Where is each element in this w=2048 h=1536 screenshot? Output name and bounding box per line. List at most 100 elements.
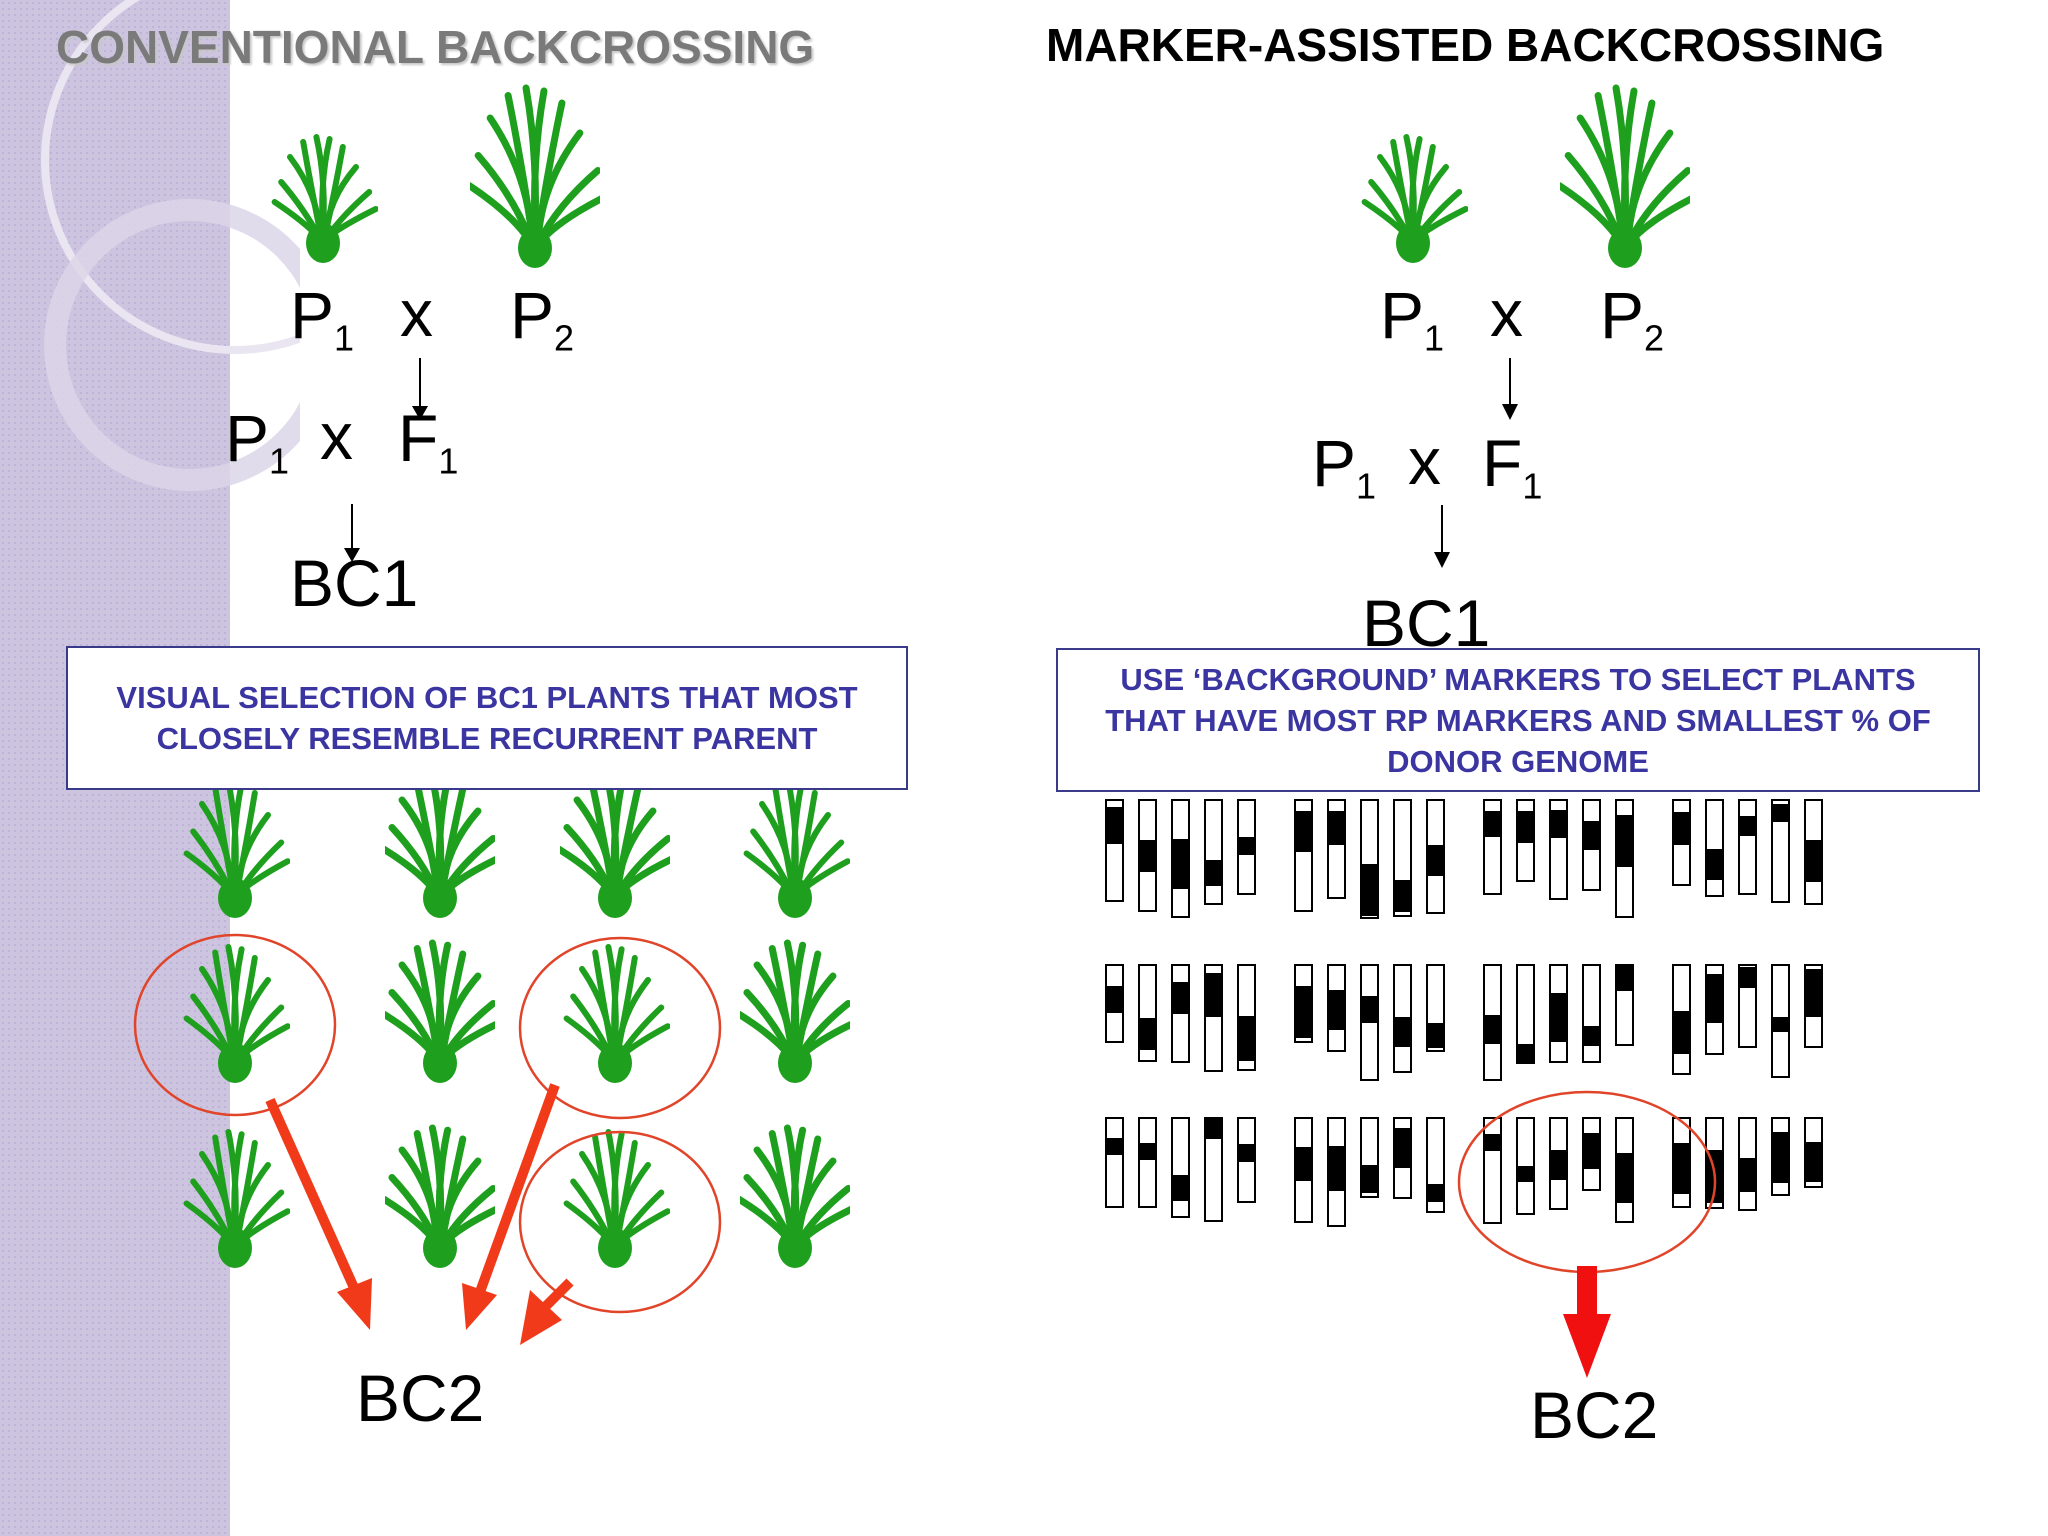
donor-segment (1616, 966, 1633, 991)
decorative-rings (41, 0, 300, 491)
chromosome-bar (1516, 964, 1535, 1064)
donor-segment (1427, 1184, 1444, 1202)
donor-segment (1394, 1128, 1411, 1168)
donor-segment (1328, 990, 1345, 1030)
selection-arrow (1577, 1266, 1597, 1318)
selection-arrow-head (462, 1283, 497, 1330)
chromosome-bar (1138, 1117, 1157, 1208)
donor-segment (1139, 1018, 1156, 1050)
left-cross-symbol: x (400, 276, 433, 350)
left-backcross-p1-label: P1 (225, 401, 290, 482)
right-p1-label: P1 (1380, 278, 1445, 359)
donor-segment (1517, 1166, 1534, 1182)
donor-segment (1583, 1133, 1600, 1169)
donor-segment (1139, 840, 1156, 872)
right-backcross-p1-label: P1 (1312, 426, 1377, 507)
donor-segment (1295, 986, 1312, 1038)
donor-segment (1550, 810, 1567, 838)
bc1-plant (380, 935, 505, 1090)
parent-p1-plant (1358, 125, 1469, 270)
bc1-plant (740, 770, 851, 925)
donor-segment (1361, 864, 1378, 916)
donor-segment (1295, 1147, 1312, 1181)
donor-segment (1238, 837, 1255, 855)
right-bc2-label: BC2 (1530, 1378, 1659, 1452)
bc1-plant (380, 1120, 505, 1275)
donor-segment (1739, 967, 1756, 988)
selection-circle (518, 1130, 722, 1314)
donor-segment (1394, 880, 1411, 912)
donor-segment (1484, 1134, 1501, 1151)
donor-segment (1106, 986, 1123, 1013)
donor-segment (1616, 1153, 1633, 1203)
visual-selection-box: VISUAL SELECTION OF BC1 PLANTS THAT MOST… (66, 646, 908, 790)
bc1-plant (560, 935, 671, 1090)
selection-arrow (265, 1097, 360, 1293)
donor-segment (1205, 1118, 1222, 1139)
left-bc2-label: BC2 (356, 1361, 485, 1435)
left-f1-label: F1 (398, 401, 459, 482)
selection-arrow (475, 1083, 560, 1294)
left-backcross-cross-symbol: x (320, 399, 353, 473)
donor-segment (1172, 982, 1189, 1014)
donor-segment (1328, 1146, 1345, 1191)
donor-segment (1739, 816, 1756, 836)
donor-segment (1706, 974, 1723, 1023)
donor-segment (1484, 1015, 1501, 1044)
bc1-plant (735, 1120, 860, 1275)
right-cross-symbol: x (1490, 276, 1523, 350)
selection-arrow-head (1563, 1314, 1611, 1378)
parent-p1-plant (268, 125, 379, 270)
donor-segment (1238, 1016, 1255, 1061)
donor-segment (1394, 1017, 1411, 1047)
donor-segment (1328, 811, 1345, 845)
conventional-title: CONVENTIONAL BACKCROSSING (56, 21, 815, 73)
donor-segment (1361, 1165, 1378, 1193)
donor-segment (1427, 845, 1444, 876)
donor-segment (1106, 1138, 1123, 1155)
donor-segment (1706, 849, 1723, 880)
chromosome-bar (1771, 799, 1790, 903)
donor-segment (1361, 996, 1378, 1023)
selection-circle (133, 933, 337, 1117)
donor-segment (1106, 807, 1123, 844)
arrow-icon (1502, 404, 1518, 420)
donor-segment (1205, 860, 1222, 886)
bc1-plant (180, 935, 291, 1090)
left-p1-label: P1 (290, 278, 355, 359)
donor-segment (1616, 815, 1633, 867)
selection-arrow-head (337, 1278, 372, 1330)
marker-assisted-title: MARKER-ASSISTED BACKCROSSING (1046, 19, 1885, 71)
donor-segment (1673, 812, 1690, 845)
left-p2-label: P2 (510, 278, 575, 359)
parent-p2-plant (1555, 80, 1701, 275)
donor-segment (1517, 1044, 1534, 1062)
donor-segment (1583, 1026, 1600, 1046)
selection-arrow (541, 1278, 574, 1311)
donor-segment (1772, 1017, 1789, 1032)
bc1-plant (180, 1120, 291, 1275)
right-bc1-label: BC1 (1362, 586, 1491, 660)
donor-segment (1484, 811, 1501, 837)
parent-p2-plant (465, 80, 611, 275)
donor-segment (1172, 839, 1189, 889)
donor-segment (1139, 1143, 1156, 1160)
donor-segment (1550, 1150, 1567, 1180)
selection-circle (1457, 1090, 1717, 1274)
donor-segment (1205, 973, 1222, 1017)
donor-segment (1772, 1132, 1789, 1183)
right-backcross-cross-symbol: x (1408, 424, 1441, 498)
arrow-icon (344, 548, 360, 562)
donor-segment (1172, 1175, 1189, 1201)
left-bc1-label: BC1 (290, 546, 419, 620)
donor-segment (1583, 821, 1600, 850)
selection-arrow-head (520, 1290, 562, 1345)
bc1-plant (735, 935, 860, 1090)
donor-segment (1805, 840, 1822, 882)
right-p2-label: P2 (1600, 278, 1665, 359)
donor-segment (1805, 969, 1822, 1017)
arrow-icon (412, 406, 428, 420)
